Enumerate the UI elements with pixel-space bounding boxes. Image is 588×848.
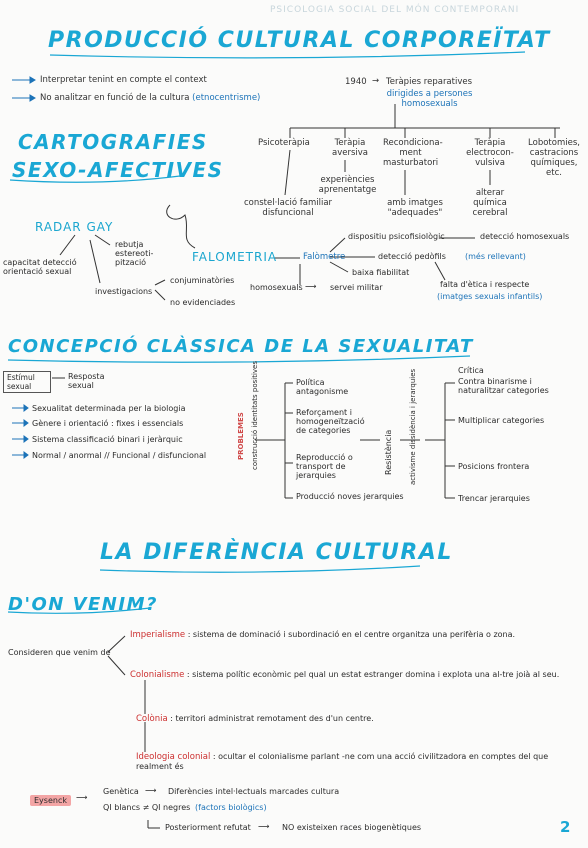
deteccio-homosexuals: detecció homosexuals: [480, 232, 570, 241]
section2-title-line1: CARTOGRAFIES: [18, 130, 208, 154]
critica-label: Crítica: [458, 366, 484, 375]
servei-militar: servei militar: [330, 283, 383, 292]
section3-title: CONCEPCIÓ CLÀSSICA DE LA SEXUALITAT: [8, 336, 474, 357]
terapies-sub: dirigides a persones homosexuals: [386, 89, 473, 109]
s3-bullet-1: Sexualitat determinada per la biologia: [32, 404, 186, 413]
item-colonia: Colònia : territori administrat remotame…: [136, 714, 556, 724]
investigacions: investigacions: [95, 287, 153, 296]
critica-binarisme: Contra binarisme i naturalitzar categori…: [458, 377, 549, 395]
no-evidenciades: no evidenciades: [170, 298, 236, 307]
capacitat-deteccio: capacitat detecció orientació sexual: [3, 258, 77, 276]
critica-multiplicar: Multiplicar categories: [458, 416, 545, 425]
falta-etica: falta d'ètica i respecte: [440, 280, 530, 289]
baixa-fiabilitat: baixa fiabilitat: [352, 268, 410, 277]
falometre: Falòmetre: [303, 252, 346, 262]
resposta-text: Resposta sexual: [68, 372, 105, 390]
no-races: NO existeixen races biogenètiques: [282, 823, 422, 832]
estimul-text: Estímul sexual: [7, 373, 35, 391]
amb-imatges: amb imatges "adequades": [387, 198, 443, 218]
term-colonialisme: Colonialisme: [130, 670, 185, 680]
genetica-arrow-icon: ⟶: [145, 786, 157, 795]
term-colonia: Colònia: [136, 714, 168, 724]
problem-produccio: Producció noves jerarquies: [296, 492, 404, 501]
activisme-text: activisme dissidència i jerarquies: [409, 368, 417, 485]
def-ideologia: : ocultar el colonialisme parlant -ne co…: [136, 752, 549, 771]
eysenck-arrow-icon: ⟶: [76, 793, 88, 802]
section1-bullet-2: No analitzar en funció de la cultura (et…: [40, 93, 260, 103]
falometria: FALOMETRIA: [192, 250, 278, 264]
deteccio-pedofils: detecció pedòfils: [378, 252, 446, 261]
page-number: 2: [560, 818, 571, 836]
terapies-reparatives: Teràpies reparatives: [386, 77, 473, 87]
experiencies-aprenentatge: experiències aprenentatge: [318, 175, 377, 195]
estimul-box: Estímul sexual: [3, 371, 51, 393]
s3-bullet-3: Sistema classificació binari i jeràrquic: [32, 435, 183, 444]
factors-biologics: (factors biològics): [195, 803, 267, 812]
dispositiu: dispositiu psicofisiològic: [348, 232, 445, 241]
section2-title-line2: SEXO-AFECTIVES: [12, 158, 224, 182]
method-psicoterapia: Psicoteràpia: [258, 138, 310, 148]
method-recondicionament: Recondiciona-ment masturbatori: [383, 138, 443, 168]
term-ideologia: Ideologia colonial: [136, 752, 211, 762]
problemes-sub-text: construcció identitats positives: [251, 361, 259, 470]
problemes-sub-label: construcció identitats positives: [242, 361, 261, 470]
qi-text: QI blancs ≠ QI negres: [103, 803, 191, 812]
section1-title: PRODUCCIÓ CULTURAL CORPOREÏTAT: [48, 28, 551, 53]
critica-frontera: Posicions frontera: [458, 462, 530, 471]
refutat-arrow-icon: ⟶: [258, 822, 270, 831]
item-imperialisme: Imperialisme : sistema de dominació i su…: [130, 630, 580, 640]
item-colonialisme: Colonialisme : sistema polític econòmic …: [130, 670, 570, 680]
section4-subtitle: D'ON VENIM?: [8, 594, 158, 615]
section1-bullet-1: Interpretar tenint en compte el context: [40, 75, 207, 85]
eysenck-badge: Eysenck: [30, 795, 71, 806]
def-imperialisme: : sistema de dominació i subordinació en…: [187, 630, 516, 639]
s3-bullet-4: Normal / anormal // Funcional / disfunci…: [32, 451, 207, 460]
problem-politica: Política antagonisme: [296, 378, 349, 396]
def-colonia: : territori administrat remotament des d…: [170, 714, 374, 723]
resistencia-text: Resistència: [384, 429, 393, 475]
item-ideologia: Ideologia colonial : ocultar el colonial…: [136, 752, 581, 771]
cross-arrow-icon: ⟶: [305, 282, 317, 291]
radar-gay: RADAR GAY: [35, 220, 114, 234]
method-lobotomies: Lobotomies, castracions químiques, etc.: [528, 138, 580, 178]
section4-title: LA DIFERÈNCIA CULTURAL: [100, 540, 453, 565]
ghost-header: PSICOLOGIA SOCIAL DEL MÓN CONTEMPORANI: [270, 5, 520, 15]
refutat: Posteriorment refutat: [165, 823, 251, 832]
method-electroconvulsiva: Teràpia electrocon-vulsiva: [466, 138, 514, 168]
homosexuals-label: homosexuals: [250, 283, 303, 292]
problem-reproduccio: Reproducció o transport de jerarquies: [296, 453, 353, 480]
problem-reforcament: Reforçament i homogeneïtzació de categor…: [296, 408, 365, 435]
etnocentrisme-note: (etnocentrisme): [192, 93, 261, 103]
term-imperialisme: Imperialisme: [130, 630, 186, 640]
year-label: 1940: [345, 77, 367, 87]
consideren-text: Consideren que venim de: [8, 648, 111, 657]
constel-familiar: constel·lació familiar disfuncional: [243, 198, 333, 218]
alterar-quimica: alterar química cerebral: [472, 188, 508, 218]
critica-trencar: Trencar jerarquies: [458, 494, 530, 503]
resistencia-label: Resistència: [376, 430, 395, 475]
def-colonialisme: : sistema polític econòmic pel qual un e…: [186, 670, 560, 679]
mes-rellevant: (més rellevant): [465, 252, 526, 261]
imatges-sexuals: (imatges sexuals infantils): [437, 292, 543, 301]
rebutja-estereotip: rebutja estereoti-pització: [115, 240, 154, 267]
genetica: Genètica: [103, 787, 139, 796]
year-arrow-icon: →: [372, 76, 380, 86]
bullet-2-text: No analitzar en funció de la cultura: [40, 93, 190, 103]
method-aversiva: Teràpia aversiva: [332, 138, 368, 158]
s3-bullet-2: Gènere i orientació : fixes i essencials: [32, 419, 184, 428]
conjuminatories: conjuminatòries: [170, 276, 235, 285]
activisme-label: activisme dissidència i jerarquies: [400, 369, 419, 485]
diferencies: Diferències intel·lectuals marcades cult…: [168, 787, 340, 796]
